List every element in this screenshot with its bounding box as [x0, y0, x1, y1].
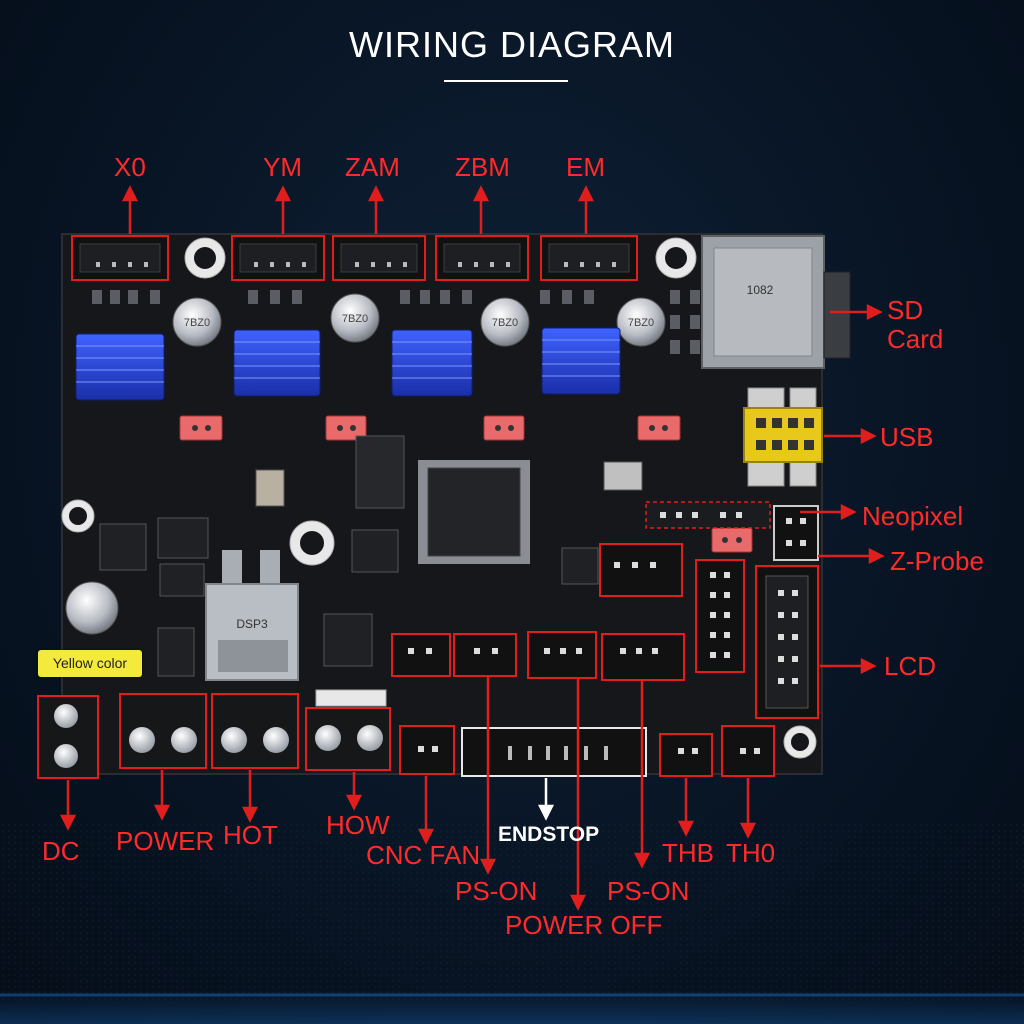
- small-connectors: [391, 543, 775, 777]
- label-usb: USB: [880, 422, 934, 452]
- page-title: WIRING DIAGRAM: [349, 24, 675, 65]
- label-zam: ZAM: [345, 152, 400, 182]
- electrolytic-capacitors: [65, 293, 666, 635]
- label-neopixel: Neopixel: [862, 501, 964, 531]
- label-power-off: POWER OFF: [505, 910, 663, 940]
- label-power: POWER: [116, 826, 215, 856]
- jumpers: [179, 415, 753, 553]
- background-pattern: [0, 820, 1024, 1000]
- label-thb: THB: [662, 838, 714, 868]
- label-dc: DC: [42, 836, 80, 866]
- label-cnc-fan: CNC FAN: [366, 840, 481, 870]
- label-hot: HOT: [223, 820, 278, 850]
- label-sd-card-line1: SD: [887, 295, 924, 325]
- bottom-glow: [0, 990, 1024, 1024]
- endstop-connector: [461, 727, 647, 777]
- label-em: EM: [566, 152, 605, 182]
- smd-pads: [92, 290, 700, 354]
- label-how: HOW: [326, 810, 390, 840]
- yellow-color-tag: Yellow color: [38, 650, 142, 677]
- label-z-probe: Z-Probe: [890, 546, 984, 576]
- connector-x0: [71, 235, 169, 281]
- label-sd-card-line2: Card: [887, 324, 944, 354]
- endstop-arrow: [537, 778, 555, 821]
- sd-card-slot: 1082: [701, 235, 851, 369]
- title-divider: [444, 80, 568, 82]
- label-ps-on-left: PS-ON: [455, 876, 538, 906]
- connector-zam: [332, 235, 426, 281]
- callout-arrows: [59, 185, 885, 911]
- voltage-regulator: DSP3: [205, 550, 299, 681]
- regulator-mark: DSP3: [236, 617, 268, 631]
- mcu-chip: [418, 460, 530, 564]
- label-zbm: ZBM: [455, 152, 510, 182]
- terminal-blocks: [37, 689, 391, 779]
- label-ps-on-right: PS-ON: [607, 876, 690, 906]
- label-endstop: ENDSTOP: [498, 823, 600, 846]
- label-lcd: LCD: [884, 651, 937, 681]
- connector-zbm: [435, 235, 529, 281]
- misc-chips: [99, 435, 643, 677]
- label-th0: TH0: [726, 838, 776, 868]
- connector-ym: [231, 235, 325, 281]
- sd-slot-mark: 1082: [747, 283, 774, 297]
- label-ym: YM: [263, 152, 302, 182]
- cap-mark: 7BZ0: [492, 317, 518, 329]
- cap-mark: 7BZ0: [342, 313, 368, 325]
- stepper-heatsinks: [75, 327, 621, 401]
- connector-em: [540, 235, 638, 281]
- right-headers: [645, 501, 819, 719]
- label-x0: X0: [114, 152, 146, 182]
- cap-mark: 7BZ0: [628, 317, 654, 329]
- cap-mark: 7BZ0: [184, 317, 210, 329]
- usb-port: [743, 387, 823, 487]
- motor-connectors: [71, 235, 638, 281]
